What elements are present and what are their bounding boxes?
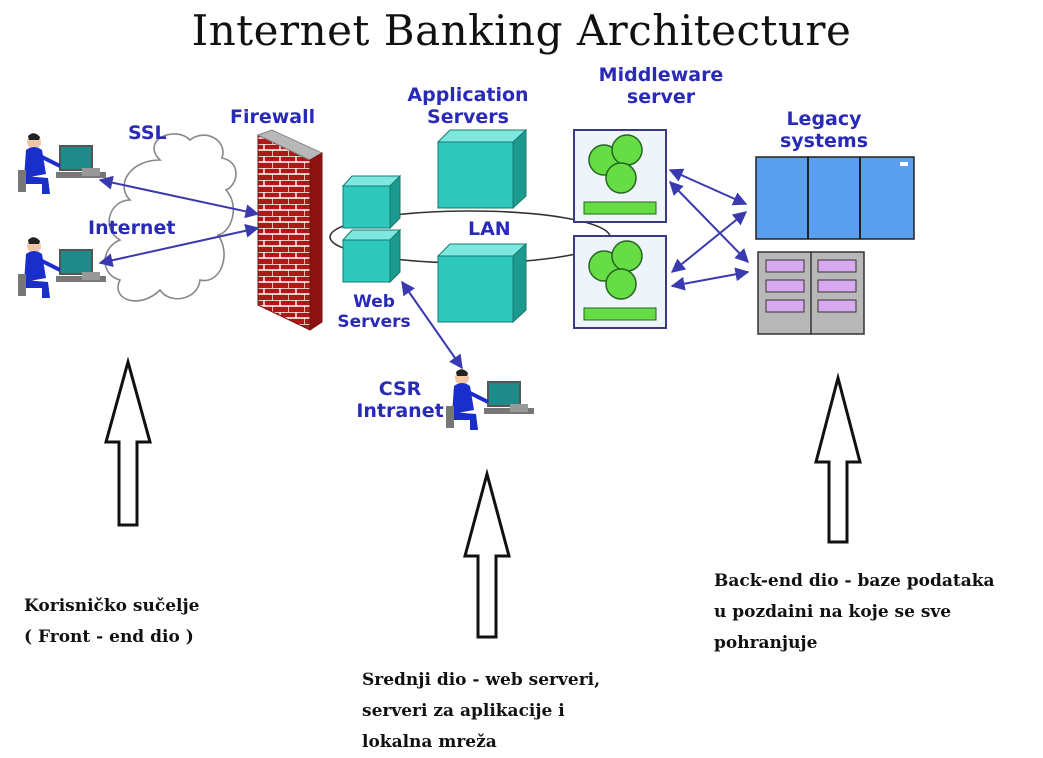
middle-pointer-arrow-icon	[463, 468, 511, 639]
legacy-systems-label: Legacy systems	[779, 108, 869, 152]
firewall-icon	[256, 129, 324, 331]
application-server-top-icon	[436, 128, 528, 210]
firewall-label: Firewall	[230, 106, 316, 128]
intranet-link-arrow	[401, 280, 463, 370]
client-user-top-icon	[18, 133, 106, 194]
middleware-legacy-arrow-3	[670, 211, 748, 273]
legacy-mainframe-icon	[755, 156, 915, 240]
lan-label: LAN	[468, 218, 511, 240]
web-server-bottom-icon	[341, 228, 402, 284]
front-end-caption: Korisničko sučelje ( Front - end dio )	[24, 596, 200, 647]
client-user-bottom-icon	[18, 237, 106, 298]
middle-caption: Srednji dio - web serveri, serveri za ap…	[362, 670, 601, 752]
middleware-server-label: Middleware server	[598, 64, 724, 108]
ssl-label: SSL	[128, 122, 167, 144]
middleware-legacy-arrow-4	[670, 267, 750, 291]
web-server-top-icon	[341, 174, 402, 230]
csr-intranet-label: CSR Intranet	[356, 378, 444, 422]
back-end-caption: Back-end dio - baze podataka u pozdaini …	[714, 571, 995, 653]
back-end-pointer-arrow-icon	[814, 372, 862, 544]
internet-link-arrow-2	[98, 223, 260, 268]
middleware-server-bottom-icon	[573, 235, 667, 329]
middleware-legacy-arrow-1	[668, 168, 748, 206]
internet-label: Internet	[88, 217, 176, 239]
diagram-title: Internet Banking Architecture	[191, 6, 852, 55]
front-end-pointer-arrow-icon	[104, 356, 152, 527]
application-servers-label: Application Servers	[407, 84, 529, 128]
application-server-bottom-icon	[436, 242, 528, 324]
web-servers-label: Web Servers	[337, 292, 411, 332]
middleware-server-top-icon	[573, 129, 667, 223]
middleware-legacy-arrow-2	[669, 180, 749, 264]
legacy-storage-icon	[757, 251, 865, 335]
internet-link-arrow-1	[98, 175, 260, 219]
csr-user-icon	[446, 369, 534, 430]
